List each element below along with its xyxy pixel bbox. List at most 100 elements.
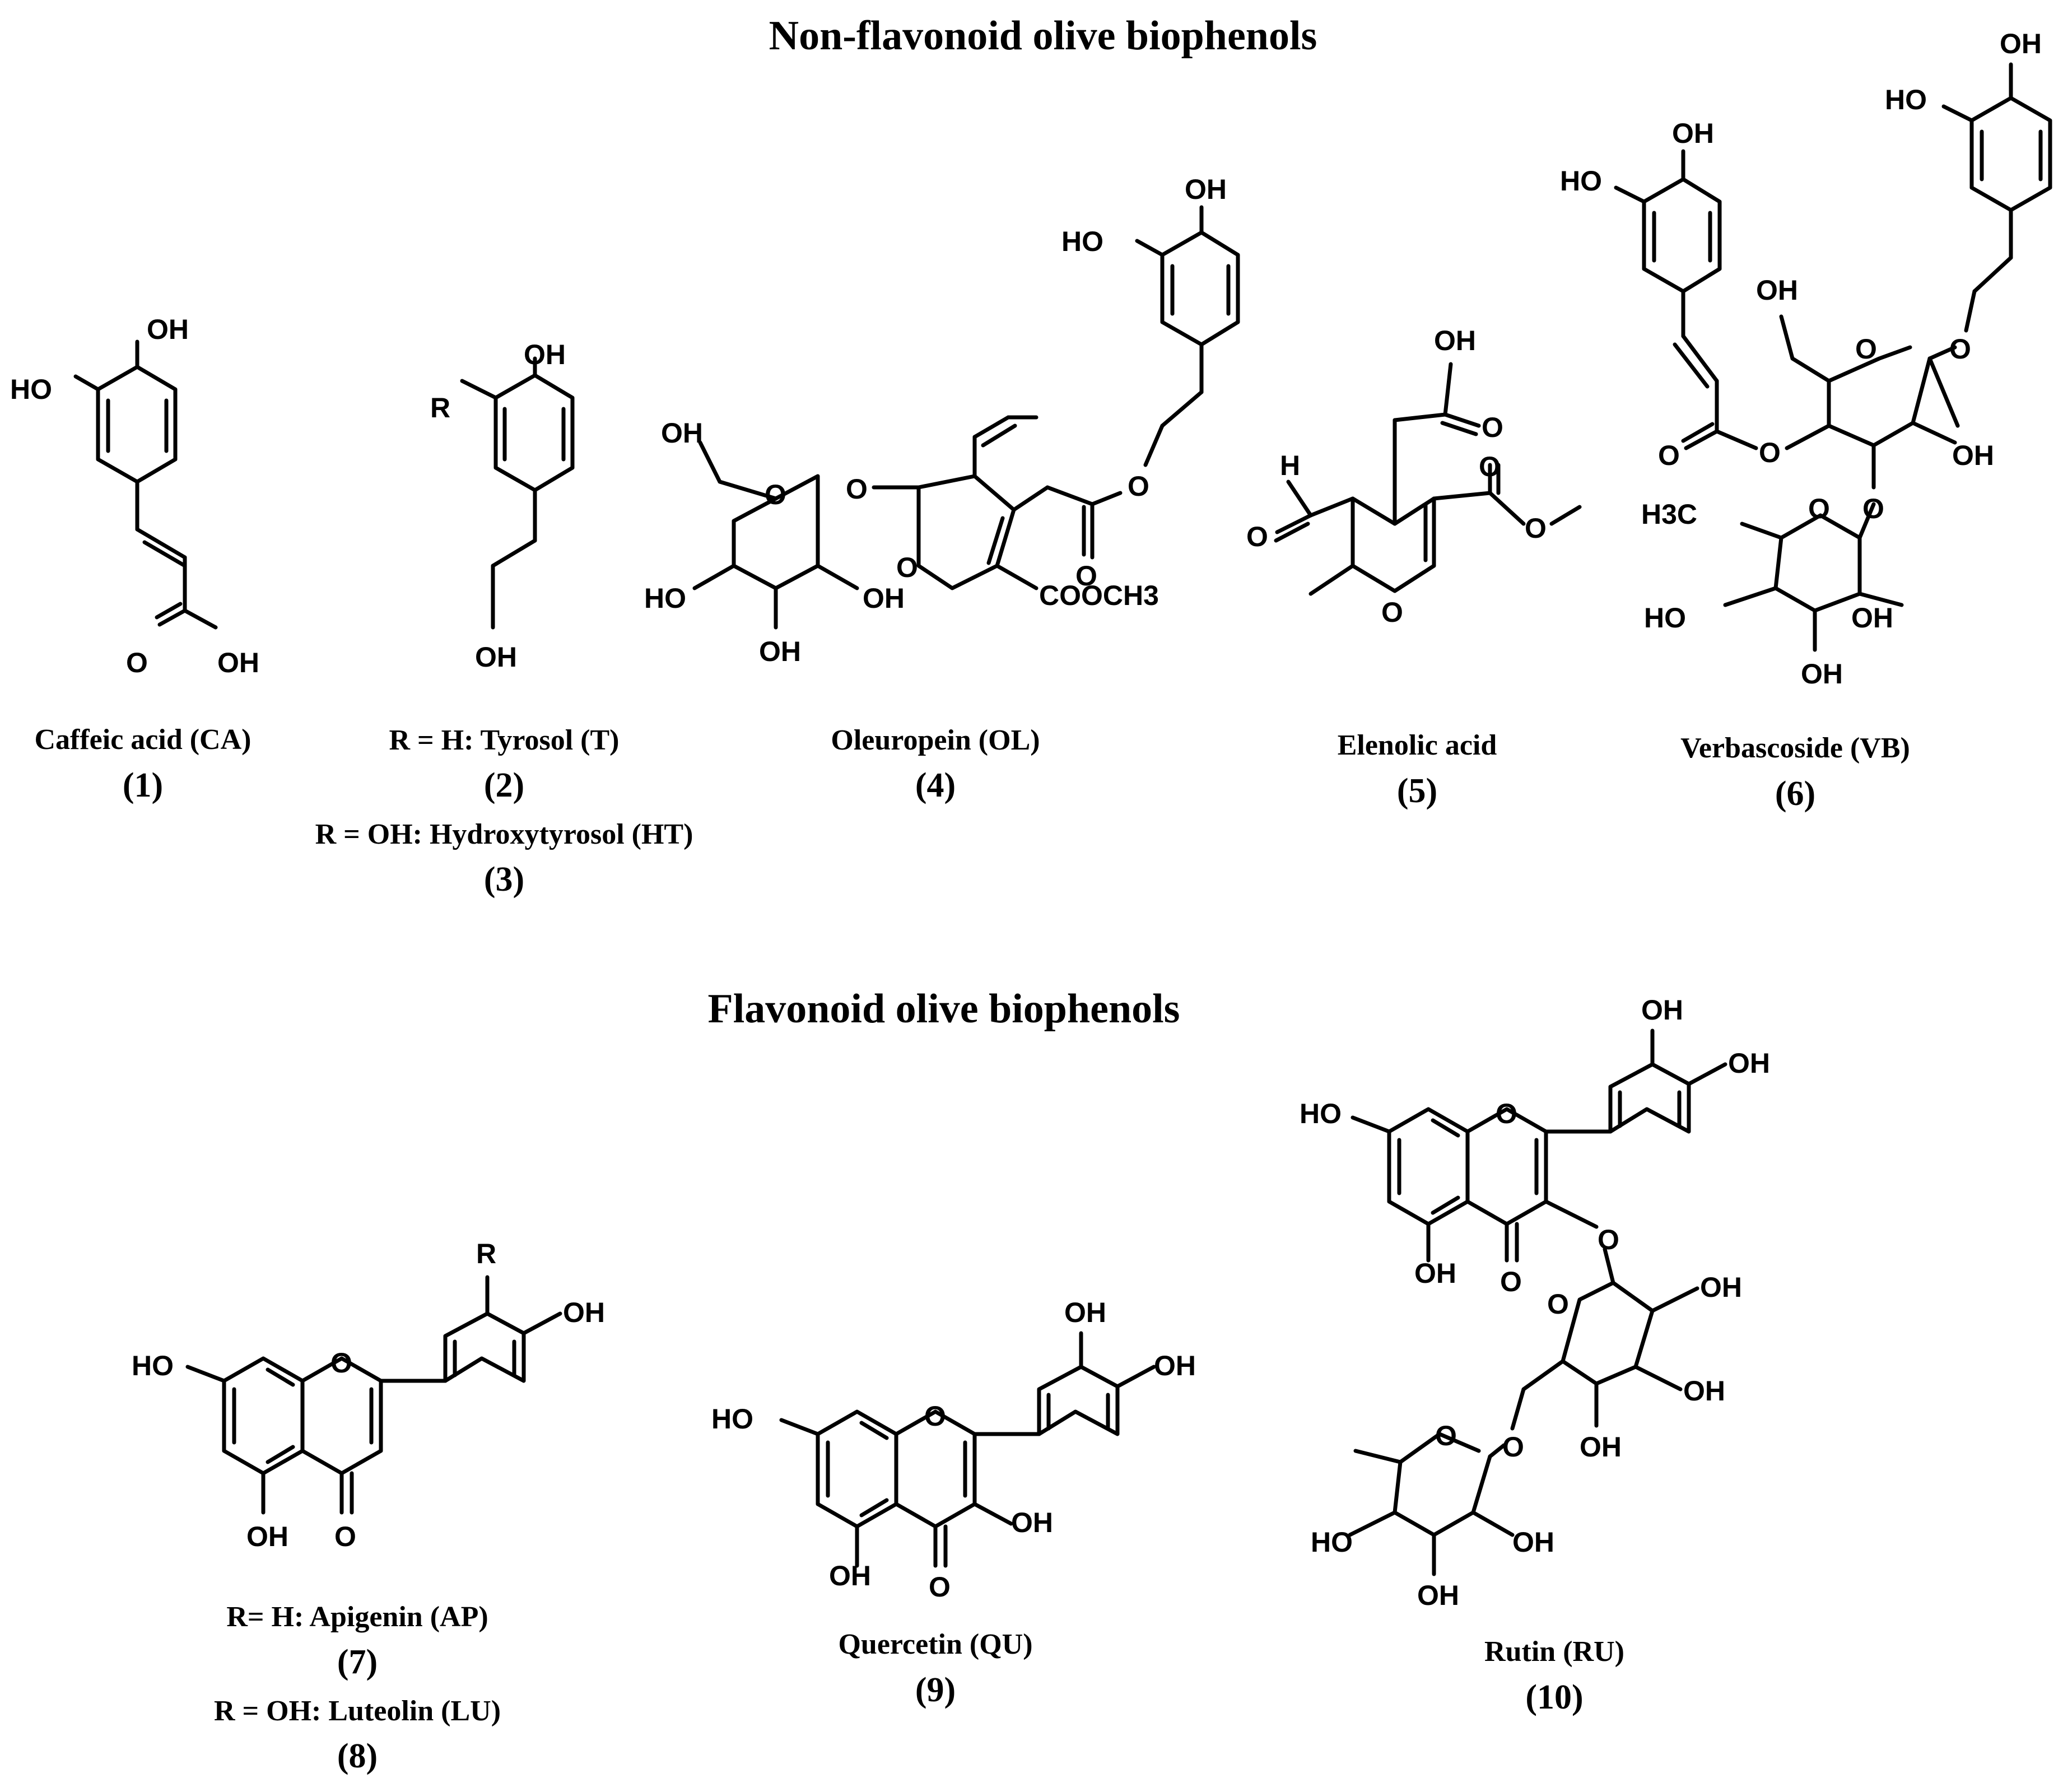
atom-label: O: [765, 479, 786, 510]
atom-label: OH: [1064, 1297, 1106, 1328]
atom-label: OH: [1672, 118, 1714, 149]
atom-label: OH: [1851, 602, 1893, 634]
atom-label: R: [430, 392, 450, 423]
atom-label: OH: [147, 314, 189, 345]
atom-label: H: [1280, 450, 1300, 481]
atom-label: OH: [1434, 325, 1476, 356]
atom-label: O: [126, 647, 148, 678]
label-elenolic-acid: Elenolic acid: [1338, 729, 1497, 761]
atom-label: HO: [711, 1403, 753, 1435]
atom-label: HO: [1885, 84, 1927, 115]
atom-label: OH: [217, 647, 259, 678]
label-verbascoside: Verbascoside (VB): [1680, 732, 1910, 764]
atom-label: OH: [2000, 28, 2042, 59]
atom-label: O: [1949, 333, 1971, 365]
atom-label: OH: [246, 1521, 288, 1552]
atom-label: HO: [1311, 1526, 1353, 1558]
label-caffeic-acid: Caffeic acid (CA): [35, 724, 252, 756]
structure-caffeic-acid: OH HO O OH: [10, 314, 259, 678]
structure-elenolic-acid: OH O O O O H O: [1246, 325, 1582, 628]
atom-label: H3C: [1641, 499, 1697, 530]
atom-label: O: [1808, 493, 1830, 524]
atom-label: HO: [10, 374, 52, 405]
atom-label: O: [929, 1571, 951, 1603]
number-apigenin: (7): [337, 1643, 378, 1681]
heading-non-flavonoid: Non-flavonoid olive biophenols: [769, 13, 1317, 59]
atom-label: COOCH3: [1039, 580, 1159, 611]
atom-label: OH: [1683, 1375, 1725, 1407]
atom-label: HO: [1560, 165, 1602, 197]
atom-label: OH: [1801, 658, 1843, 690]
atom-label: OH: [1641, 994, 1683, 1026]
atom-label: O: [330, 1347, 352, 1379]
number-luteolin: (8): [337, 1737, 378, 1775]
atom-label: O: [1759, 437, 1781, 468]
heading-flavonoid: Flavonoid olive biophenols: [708, 986, 1180, 1032]
number-oleuropein: (4): [915, 766, 956, 804]
atom-label: OH: [475, 641, 517, 673]
atom-label: OH: [1414, 1258, 1456, 1289]
atom-label: OH: [1952, 440, 1994, 471]
atom-label: OH: [759, 636, 801, 667]
atom-label: R: [476, 1238, 496, 1269]
atom-label: OH: [1756, 274, 1798, 306]
atom-label: O: [334, 1521, 356, 1552]
atom-label: O: [1246, 521, 1268, 552]
atom-label: O: [1482, 412, 1503, 443]
atom-label: HO: [1300, 1098, 1342, 1129]
label-oleuropein: Oleuropein (OL): [831, 724, 1040, 756]
atom-label: O: [1598, 1224, 1619, 1255]
atom-label: OH: [524, 339, 566, 370]
structure-rutin: O HO OH O OH OH O O OH OH OH O O HO OH O…: [1300, 994, 1770, 1611]
atom-label: O: [1075, 560, 1097, 592]
atom-label: HO: [132, 1350, 174, 1381]
structure-quercetin: O HO OH O OH OH OH: [711, 1297, 1196, 1603]
structure-verbascoside: OH HO OH HO OH O O O O OH O O H3C HO OH …: [1560, 28, 2052, 690]
label-tyrosol: R = H: Tyrosol (T): [389, 724, 620, 756]
label-apigenin: R= H: Apigenin (AP): [226, 1601, 488, 1633]
atom-label: O: [1502, 1431, 1524, 1463]
number-elenolic-acid: (5): [1397, 772, 1437, 810]
atom-label: OH: [661, 417, 703, 449]
atom-label: O: [1381, 597, 1403, 628]
structure-apigenin: O HO OH O R OH: [132, 1238, 605, 1552]
atom-label: OH: [1700, 1272, 1742, 1303]
atom-label: OH: [1185, 174, 1227, 205]
number-quercetin: (9): [915, 1671, 956, 1709]
atom-label: O: [1658, 440, 1680, 471]
atom-label: OH: [1154, 1350, 1196, 1381]
number-verbascoside: (6): [1775, 775, 1815, 813]
atom-label: OH: [1512, 1526, 1554, 1558]
atom-label: O: [1496, 1098, 1517, 1129]
atom-label: O: [1547, 1288, 1569, 1320]
atom-label: OH: [1728, 1048, 1770, 1079]
label-hydroxytyrosol: R = OH: Hydroxytyrosol (HT): [315, 818, 693, 850]
atom-label: O: [1862, 493, 1884, 524]
atom-label: O: [1855, 333, 1877, 365]
number-tyrosol: (2): [484, 766, 524, 804]
atom-label: OH: [1011, 1507, 1053, 1538]
number-caffeic-acid: (1): [123, 766, 163, 804]
atom-label: HO: [1061, 226, 1103, 257]
atom-label: O: [924, 1400, 946, 1432]
structure-oleuropein: OH HO O O O O O OH HO OH OH COOCH3: [644, 174, 1240, 667]
label-quercetin: Quercetin (QU): [838, 1628, 1032, 1660]
atom-label: O: [896, 552, 918, 583]
atom-label: OH: [563, 1297, 605, 1328]
atom-label: O: [846, 473, 868, 505]
atom-label: OH: [829, 1560, 871, 1591]
atom-label: OH: [863, 583, 905, 614]
label-rutin: Rutin (RU): [1484, 1636, 1624, 1668]
atom-label: HO: [644, 583, 686, 614]
atom-label: O: [1500, 1266, 1522, 1297]
atom-label: OH: [1580, 1431, 1622, 1463]
atom-label: O: [1128, 471, 1149, 502]
atom-label: HO: [1644, 602, 1686, 634]
atom-label: OH: [1417, 1580, 1459, 1611]
number-hydroxytyrosol: (3): [484, 860, 524, 899]
number-rutin: (10): [1525, 1678, 1583, 1716]
atom-label: O: [1479, 451, 1501, 482]
atom-label: O: [1435, 1420, 1457, 1451]
